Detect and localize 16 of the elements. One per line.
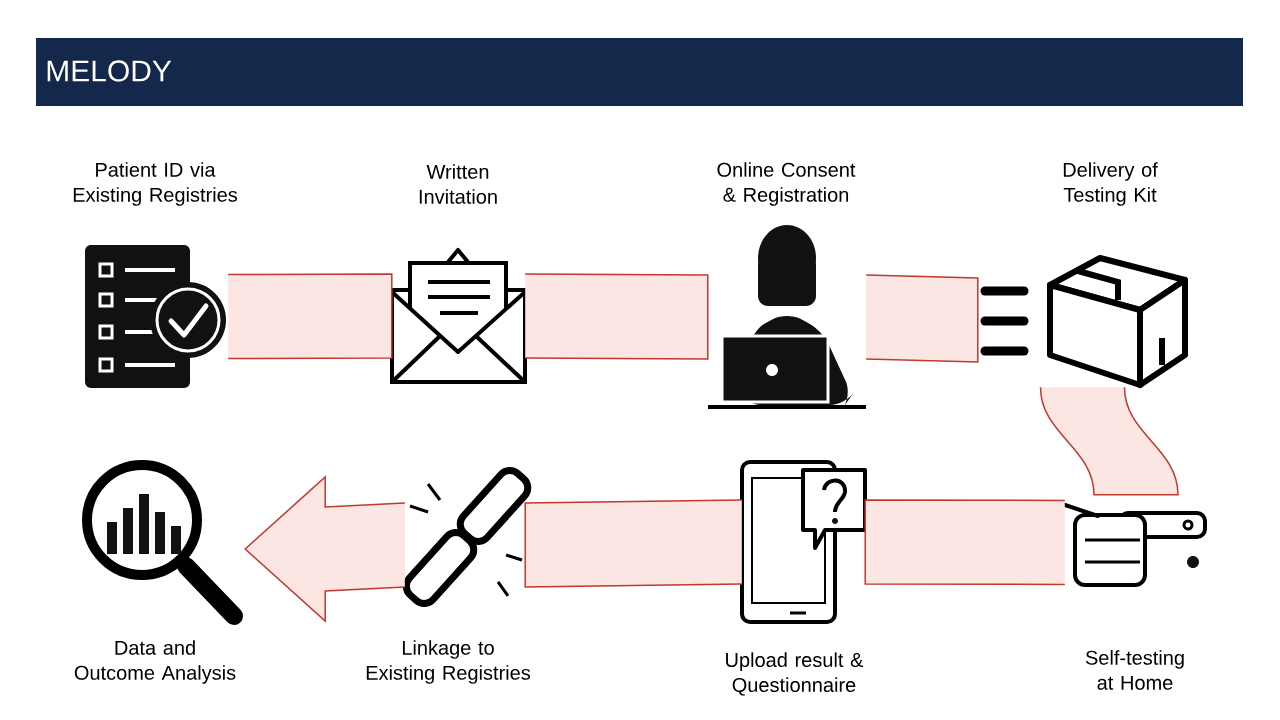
step-label: Data and Outcome Analysis — [74, 640, 236, 684]
step-label: Patient ID via Existing Registries — [73, 162, 238, 206]
title-bar: MELODY — [36, 38, 1243, 106]
step-label: Online Consent & Registration — [717, 162, 856, 206]
ribbon-segment — [227, 273, 393, 360]
step-label: Written Invitation — [419, 164, 497, 204]
step-label: Delivery of Testing Kit — [1063, 162, 1158, 206]
step-label: Self-testing at Home — [1085, 650, 1184, 690]
ribbon-arrow — [244, 475, 406, 623]
ribbon-segment — [865, 274, 979, 363]
ribbon-segment — [524, 499, 743, 588]
ribbon-segment — [864, 499, 1066, 586]
ribbon-segment — [1039, 386, 1179, 496]
ribbon-segment — [524, 273, 709, 360]
step-label: Linkage to Existing Registries — [366, 640, 531, 684]
step-label: Upload result & Questionnaire — [726, 652, 864, 696]
